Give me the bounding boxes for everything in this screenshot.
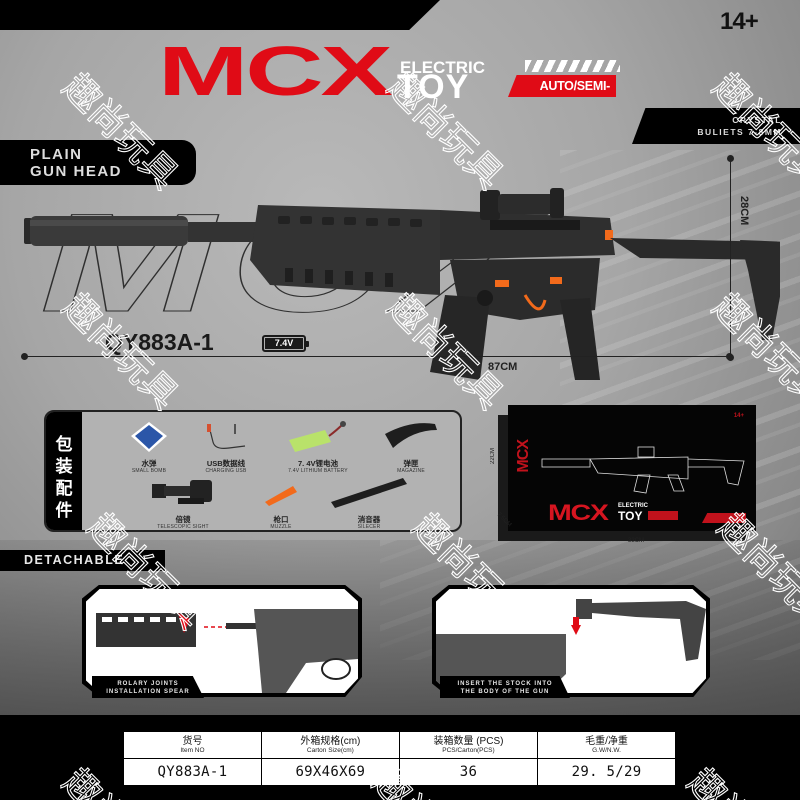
top-bar [0,0,440,30]
package-height-dim: 22CM [490,448,496,465]
crystal-bullets-tag: CRYSTAL BULIETS 7-8MM [632,108,800,144]
accessory-name-en: TELESCOPIC SIGHT [157,524,209,530]
model-number: QY883A-1 [105,329,214,355]
cell-weight: 29. 5/29 [537,758,676,786]
muzzle-icon [265,486,297,506]
cell-item-no: QY883A-1 [123,758,262,786]
silencer-icon [331,478,407,508]
scope-icon [152,480,212,504]
length-dimension-label: 87CM [488,361,518,373]
package-box: MCX 14+ MCX ELECTRIC TOY [508,405,756,531]
caption-line: INSTALLATION SPEAR [106,689,190,695]
magazine-icon [385,423,437,448]
cell-carton-size: 69X46X69 [260,758,400,786]
caption-line: INSERT THE STOCK INTO [457,681,553,687]
gel-balls-icon [131,422,167,452]
height-dimension-label: 28CM [738,196,750,226]
watermark: 趣尚玩具 [678,755,800,800]
accessory-name-en: SMALL BOMB [131,468,167,474]
detach-image-stock [436,589,706,693]
detach-image-rotary [86,589,358,693]
battery-pack-icon [289,421,346,452]
accessory-silencer: 消音器 SILECER [324,474,414,530]
detachable-title: DETACHABLE [0,550,165,571]
package-red-tag [702,513,746,523]
package-mode-badge [648,511,678,520]
gun-illustration [24,188,780,380]
accessory-battery: 7. 4V锂电池 7.4V LITHIUM BATTERY [268,420,368,474]
package-width-dim: 33CM [628,538,645,544]
accessory-name-en: SILECER [357,524,381,530]
plain-tag-line2: GUN HEAD [30,163,123,180]
electric-label: ELECTRIC [400,58,485,77]
caption-line: THE BODY OF THE GUN [460,689,550,695]
title-char: 件 [55,501,73,520]
accessory-name-en: MAGAZINE [397,468,425,474]
accessory-name-en: CHARGING USB [205,468,247,474]
title-char: 包 [55,435,73,454]
header-pcs-carton: 装箱数量 (PCS)PCS/Carton(PCS) [398,731,539,759]
accessory-name-en: MUZZLE [270,524,292,530]
age-rating: 14+ [720,8,759,35]
detach-panel-rotary [82,585,362,697]
accessory-scope: 倍镜 TELESCOPIC SIGHT [138,474,228,530]
accessory-gel-balls: 水弹 SMALL BOMB [114,420,184,474]
package-side-brand: MCX [515,440,532,473]
table-row: QY883A-1 69X46X69 36 29. 5/29 [123,758,676,786]
accessory-muzzle: 枪口 MUZZLE [251,474,311,530]
accessory-name-en: 7.4V LITHIUM BATTERY [288,468,348,474]
caption-line: ROLARY JOINTS [117,681,179,687]
brand-logo: MCX [158,32,393,110]
package-toy-label: TOY [618,509,643,523]
title-char: 配 [55,479,73,498]
length-dimension-line [21,353,733,360]
plain-tag-line1: PLAIN [30,146,83,163]
detach-caption-rotary: ROLARY JOINTS INSTALLATION SPEAR [92,676,204,698]
fire-mode-label: AUTO/SEMI-AUTO [508,75,616,97]
accessory-name-zh: 枪口 [273,515,289,524]
plain-gun-head-tag: PLAIN GUN HEAD [0,140,196,185]
crystal-tag-line1: CRYSTAL [732,115,782,125]
package-electric-label: ELECTRIC [618,503,648,509]
accessory-name-zh: 7. 4V锂电池 [297,459,338,468]
accessory-name-zh: 消音器 [357,515,381,524]
accessory-name-zh: 倍镜 [175,515,191,524]
accessory-usb-cable: USB数据线 CHARGING USB [186,420,266,474]
usb-cable-icon [207,424,246,449]
detach-caption-stock: INSERT THE STOCK INTO THE BODY OF THE GU… [440,676,570,698]
toy-label: TOY [397,68,470,106]
crystal-tag-line2: BULIETS 7-8MM [697,127,782,137]
battery-voltage: 7.4V [265,338,303,349]
accessory-name-zh: 弹匣 [403,459,419,468]
package-brand: MCX [548,500,609,525]
package-gun-outline [541,446,745,494]
battery-icon: 7.4V [262,335,309,352]
cell-pcs-carton: 36 [398,758,539,786]
package-age-rating: 14+ [733,413,744,419]
title-char: 装 [55,457,73,476]
stripes-decoration [525,60,620,72]
accessory-magazine: 弹匣 MAGAZINE [371,420,451,474]
header-carton-size: 外箱规格(cm)Carton Size(cm) [260,731,400,759]
rotary-joint-illustration [96,609,358,693]
accessory-name-zh: USB数据线 [206,459,246,468]
height-dimension-line [727,155,734,361]
accessories-title: 包 装 配 件 [46,412,82,530]
accessories-panel: 包 装 配 件 水弹 SMALL BOMB USB数据线 CHARGING US… [44,410,462,532]
accessory-name-zh: 水弹 [141,459,157,468]
